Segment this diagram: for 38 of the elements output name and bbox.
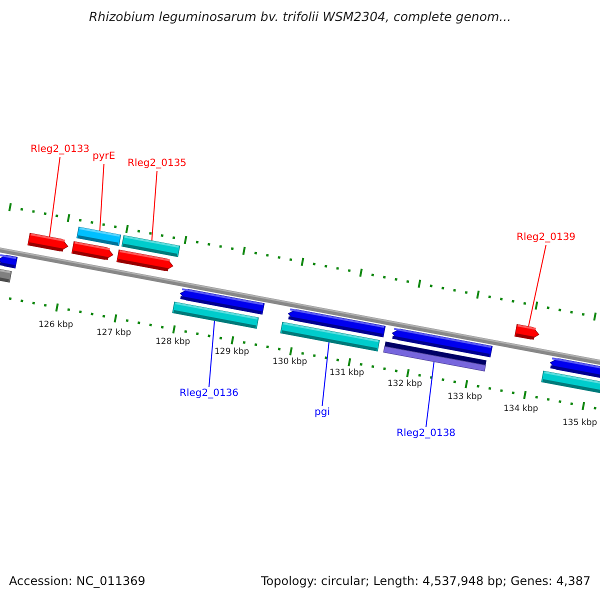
scale-label: 126 kbp bbox=[38, 319, 74, 331]
scale-label: 127 kbp bbox=[96, 327, 132, 339]
gene-box bbox=[172, 302, 259, 329]
info-text: Accession: NC_011369 bbox=[9, 575, 146, 587]
leader-line bbox=[426, 361, 434, 428]
gene-feature bbox=[71, 241, 114, 260]
leader-line bbox=[151, 170, 158, 242]
scale-label: 132 kbp bbox=[388, 378, 422, 390]
scale-label: 128 kbp bbox=[156, 336, 190, 348]
gene-label: Rleg2_0135 bbox=[128, 158, 187, 170]
gene-box bbox=[383, 342, 486, 372]
scale-label: 130 kbp bbox=[272, 356, 308, 368]
gene-feature bbox=[514, 324, 540, 340]
scale-label: 129 kbp bbox=[214, 346, 250, 358]
scale-label: 135 kbp bbox=[562, 417, 598, 429]
gene-label: Rleg2_0139 bbox=[516, 232, 576, 244]
leader-line bbox=[322, 342, 330, 406]
gene-box bbox=[76, 226, 122, 246]
gene-label: pgi bbox=[314, 407, 330, 419]
gene-box bbox=[541, 370, 600, 396]
scale-label: 134 kbp bbox=[504, 403, 538, 415]
gene-label: pyrE bbox=[92, 151, 116, 163]
gene-feature bbox=[0, 254, 18, 268]
gene-box bbox=[0, 267, 12, 283]
gene-feature bbox=[116, 250, 174, 272]
gene-label: Rleg2_0136 bbox=[180, 388, 239, 400]
leader-line bbox=[99, 164, 104, 232]
title: Rhizobium leguminosarum bv. trifolii WSM2304, complete genom... bbox=[89, 11, 512, 23]
leader-line bbox=[208, 320, 215, 388]
leader-line bbox=[528, 244, 546, 327]
gene-feature bbox=[27, 232, 68, 252]
scale-label: 133 kbp bbox=[448, 391, 482, 403]
info-text: Topology: circular; Length: 4,537,948 bp; Genes: 4,387 bbox=[261, 575, 591, 587]
scale-label: 131 kbp bbox=[330, 367, 364, 379]
leader-line bbox=[49, 156, 60, 238]
gene-label: Rleg2_0138 bbox=[396, 428, 456, 440]
gene-box bbox=[280, 322, 380, 352]
gene-label: Rleg2_0133 bbox=[30, 144, 90, 156]
